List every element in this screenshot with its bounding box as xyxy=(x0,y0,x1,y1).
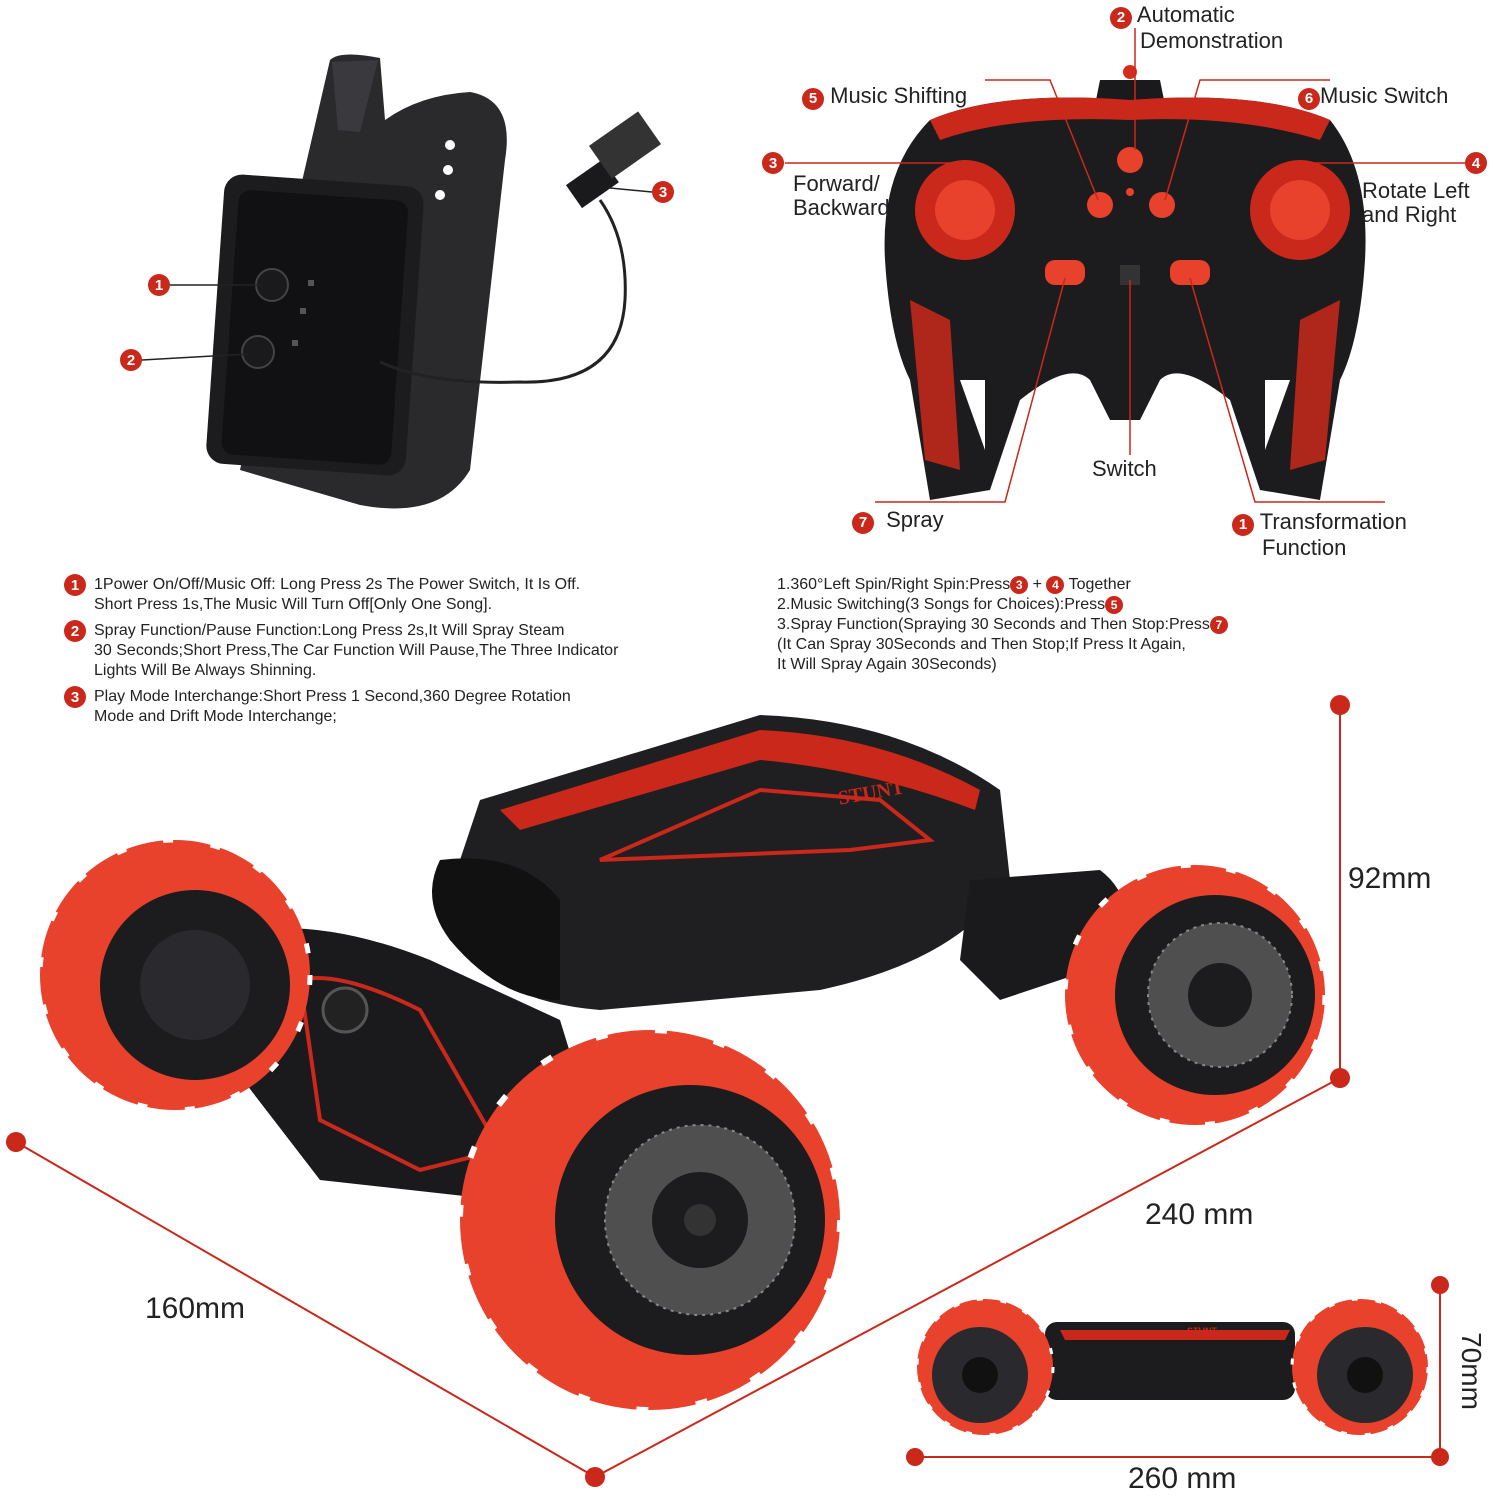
stunt-car-illustration xyxy=(220,715,1127,1200)
dimension-length: 240 mm xyxy=(1145,1198,1254,1231)
dimension-width: 160mm xyxy=(145,1292,246,1325)
remote-controller-illustration xyxy=(785,28,1468,503)
label-forward-backward: Forward/ Backward xyxy=(793,171,890,220)
dimension-lines xyxy=(6,695,1350,1487)
wristband-marker-3: 3 xyxy=(652,181,674,203)
label-rotate-marker: 4 xyxy=(1465,152,1487,174)
front-left-wheel xyxy=(457,1027,843,1413)
small-car-stunt-text: STUNT xyxy=(1187,1326,1217,1336)
note-item: 2 Spray Function/Pause Function:Long Pre… xyxy=(64,620,744,681)
label-automatic-demonstration: 2 Automatic Demonstration xyxy=(1110,3,1283,53)
wristband-notes: 1 1Power On/Off/Music Off: Long Press 2s… xyxy=(64,574,744,733)
dimension-small-length: 260 mm xyxy=(1128,1462,1237,1495)
wristband-illustration xyxy=(141,54,662,509)
note-line: 2.Music Switching(3 Songs for Choices):P… xyxy=(777,595,1377,615)
label-switch: Switch xyxy=(1092,456,1157,481)
front-right-wheel xyxy=(1062,862,1328,1128)
note-line: It Will Spray Again 30Seconds) xyxy=(777,656,997,673)
label-transformation-function: 1 Transformation Function xyxy=(1232,510,1407,560)
note-line: (It Can Spray 30Seconds and Then Stop;If… xyxy=(777,636,1186,653)
dimension-height: 92mm xyxy=(1348,862,1432,895)
wristband-marker-1: 1 xyxy=(148,274,170,296)
label-forward-marker: 3 xyxy=(762,152,784,174)
dimension-small-height: 70mm xyxy=(1455,1332,1487,1410)
label-rotate-left-right: Rotate Left and Right xyxy=(1362,178,1470,227)
label-spray: 7 Spray xyxy=(852,508,944,534)
rear-left-wheel xyxy=(37,837,313,1113)
label-music-shifting: 5 Music Shifting xyxy=(802,84,967,110)
note-item: 3 Play Mode Interchange:Short Press 1 Se… xyxy=(64,686,744,727)
note-line: 3.Spray Function(Spraying 30 Seconds and… xyxy=(777,615,1377,635)
small-car-illustration xyxy=(906,1276,1449,1466)
wristband-marker-2: 2 xyxy=(120,349,142,371)
note-item: 1 1Power On/Off/Music Off: Long Press 2s… xyxy=(64,574,744,615)
